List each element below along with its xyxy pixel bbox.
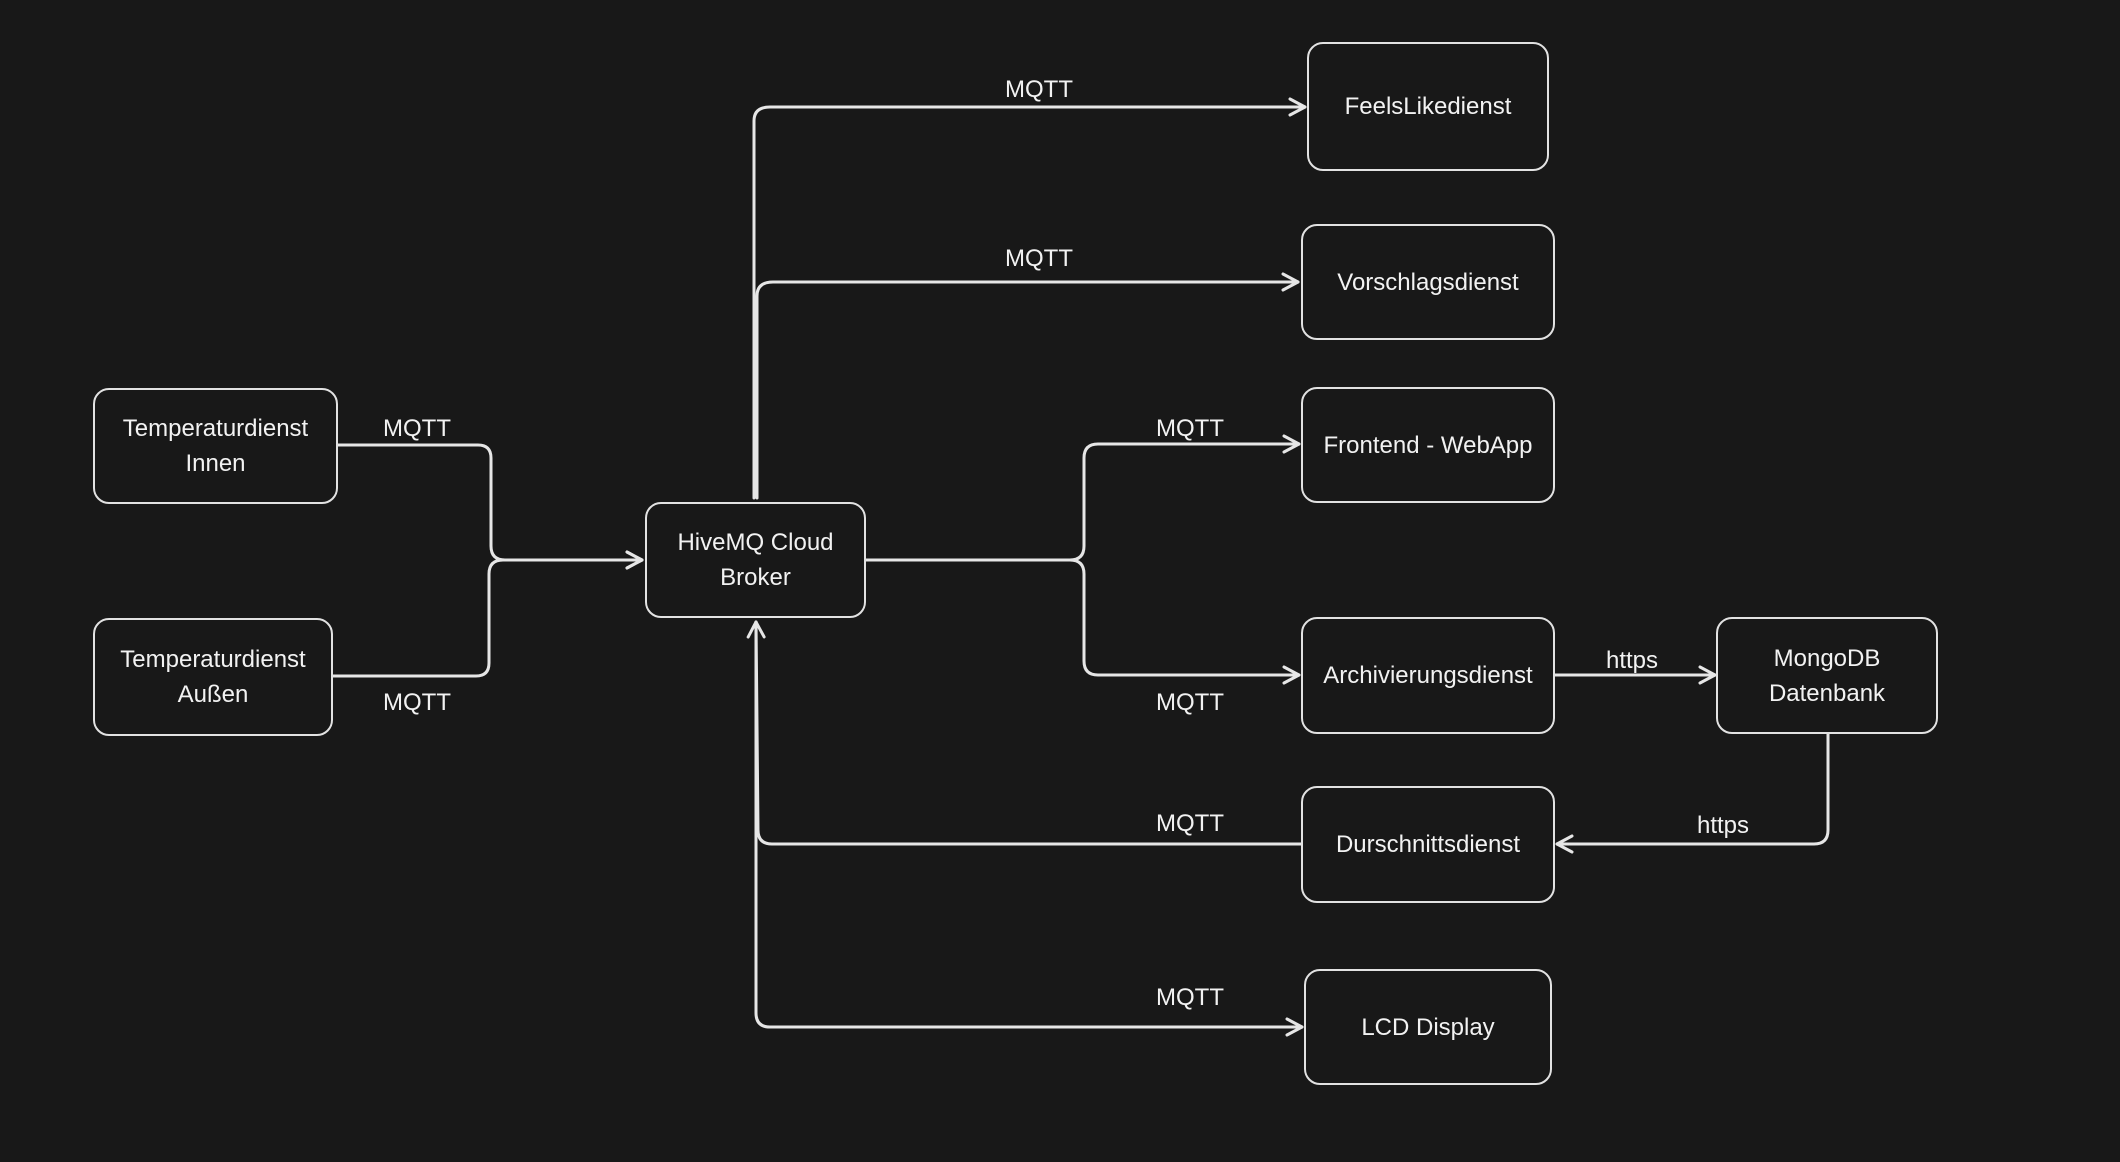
node-label: Vorschlagsdienst (1337, 268, 1519, 296)
node-vorschlagsdienst[interactable]: Vorschlagsdienst (1301, 224, 1555, 340)
node-label: LCD Display (1361, 1013, 1495, 1041)
edge-label-broker-feelslike: MQTT (1005, 76, 1073, 103)
node-label: FeelsLikedienst (1344, 93, 1512, 120)
node-hivemq-broker[interactable]: HiveMQ Cloud Broker (645, 502, 866, 618)
node-label: MongoDB Datenbank (1768, 644, 1886, 707)
edge-broker-archiv (1068, 558, 1301, 685)
edge-broker-lcd (754, 620, 1304, 1037)
edge-label-aussen-broker: MQTT (383, 689, 451, 716)
edge-label-mongodb-durchschnitt: https (1696, 812, 1750, 839)
edge-label-broker-lcd: MQTT (1156, 984, 1224, 1011)
node-lcd-display[interactable]: LCD Display (1304, 969, 1552, 1085)
node-label: Durschnittsdienst (1335, 831, 1521, 858)
node-frontend-webapp[interactable]: Frontend - WebApp (1301, 387, 1555, 503)
edge-innen-broker (336, 443, 644, 570)
node-durschnittsdienst[interactable]: Durschnittsdienst (1301, 786, 1555, 903)
edge-label-broker-archiv: MQTT (1156, 689, 1224, 716)
node-label: Frontend - WebApp (1323, 431, 1533, 459)
edge-durchschnitt-broker (746, 620, 1303, 846)
edge-broker-frontend (864, 434, 1301, 562)
node-label: Archivierungsdienst (1323, 662, 1533, 689)
node-mongodb-datenbank[interactable]: MongoDB Datenbank (1716, 617, 1938, 734)
node-archivierungsdienst[interactable]: Archivierungsdienst (1301, 617, 1555, 734)
edge-label-archiv-mongodb: https (1605, 647, 1659, 674)
edge-label-broker-frontend: MQTT (1156, 415, 1224, 442)
node-label: Temperaturdienst Innen (122, 415, 309, 477)
edge-aussen-broker (331, 550, 644, 678)
node-feelslikedienst[interactable]: FeelsLikedienst (1307, 42, 1549, 171)
node-label: Temperaturdienst Außen (120, 646, 306, 708)
node-label: HiveMQ Cloud Broker (677, 529, 834, 591)
edge-label-innen-broker: MQTT (383, 415, 451, 442)
edge-broker-vorschlag (755, 272, 1300, 500)
edge-broker-feelslike (752, 97, 1307, 500)
node-temperaturdienst-aussen[interactable]: Temperaturdienst Außen (93, 618, 333, 736)
edge-label-durchschnitt-broker: MQTT (1156, 810, 1224, 837)
node-temperaturdienst-innen[interactable]: Temperaturdienst Innen (93, 388, 338, 504)
edge-mongodb-durchschnitt (1555, 732, 1830, 854)
edge-label-broker-vorschlag: MQTT (1005, 245, 1073, 272)
